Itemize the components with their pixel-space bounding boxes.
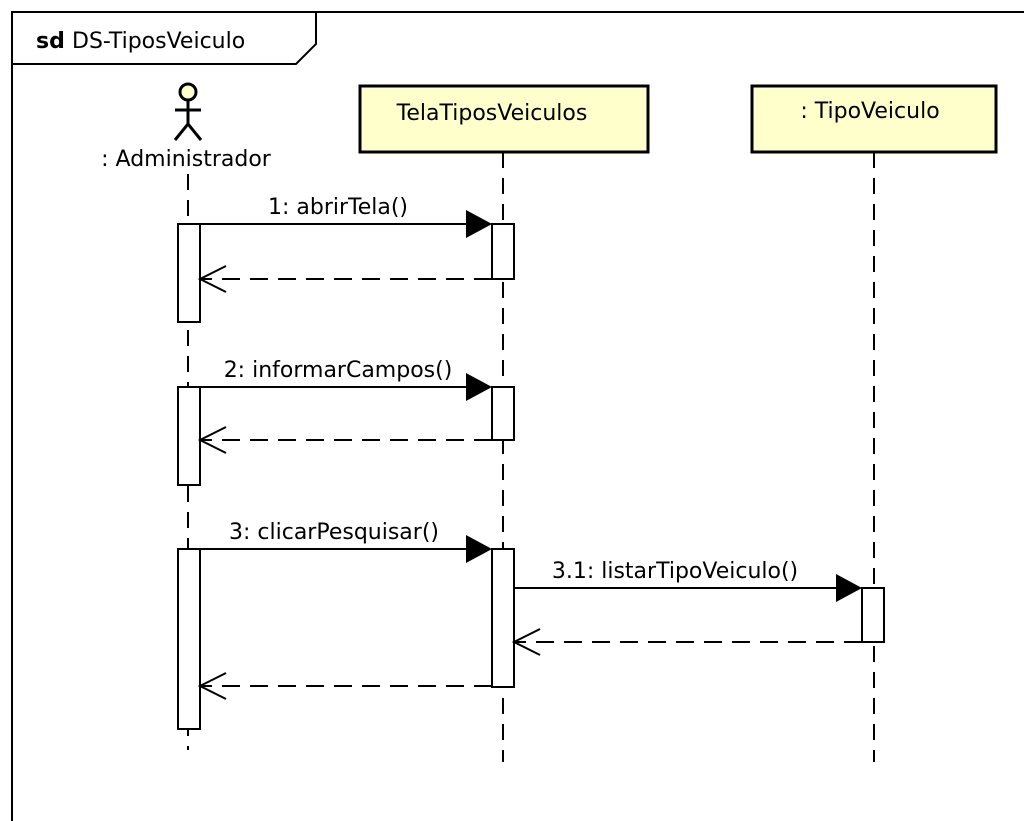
frame-label-tab	[12, 12, 317, 65]
frame-title: DS-TiposVeiculo	[72, 29, 245, 54]
tela-activation-1	[491, 223, 515, 280]
actor-activation-3	[177, 548, 201, 730]
tela-activation-3	[491, 548, 515, 688]
tela-activation-2	[491, 386, 515, 441]
actor-activation-1	[177, 223, 201, 323]
actor-activation-2	[177, 386, 201, 486]
lifeline-tipoveiculo-box	[750, 84, 998, 154]
tipoveiculo-activation-1	[861, 587, 885, 643]
frame-keyword: sd	[36, 29, 65, 54]
lifeline-tela-box	[358, 84, 650, 154]
return-1-arrowhead	[197, 265, 227, 293]
frame-border	[11, 11, 1024, 821]
message-3-1-label: 3.1: listarTipoVeiculo()	[552, 559, 798, 584]
message-2-arrowhead	[466, 373, 492, 401]
message-1-label: 1: abrirTela()	[268, 195, 408, 220]
message-3-label: 3: clicarPesquisar()	[229, 520, 439, 545]
message-3-1-arrowhead	[836, 574, 862, 602]
lifeline-tela-label: TelaTiposVeiculos	[396, 101, 588, 126]
message-1-arrowhead	[466, 210, 492, 238]
message-3-arrowhead	[466, 535, 492, 563]
return-3-1-arrowhead	[511, 628, 541, 656]
actor-icon	[173, 82, 203, 141]
return-3-arrowhead	[197, 672, 227, 700]
lifeline-tipoveiculo-label: : TipoVeiculo	[800, 99, 939, 124]
actor-label: : Administrador	[101, 147, 272, 172]
return-2-arrowhead	[197, 426, 227, 454]
message-2-label: 2: informarCampos()	[224, 358, 453, 383]
